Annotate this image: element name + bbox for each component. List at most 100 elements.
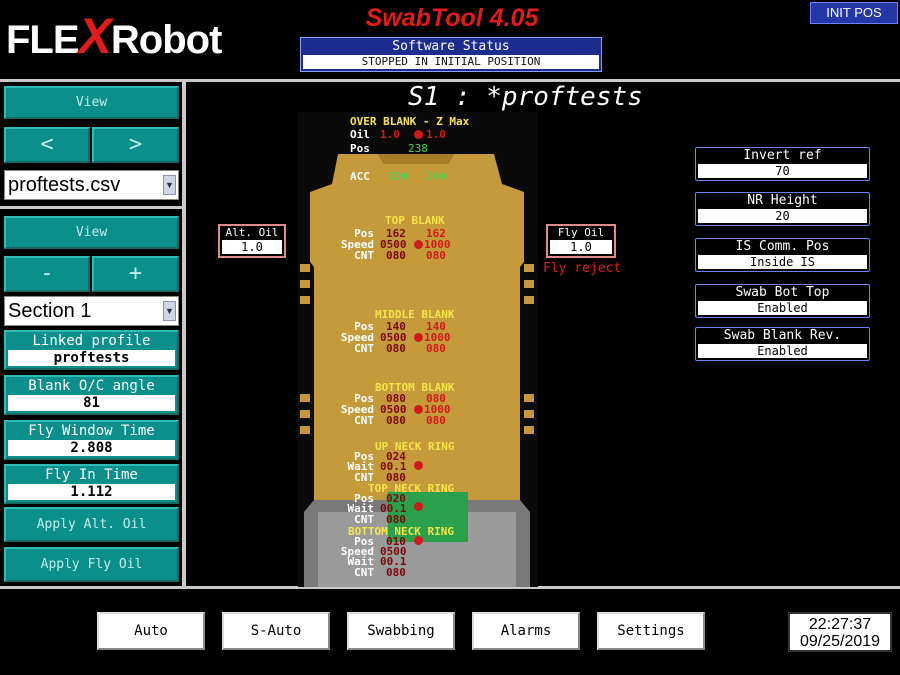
top-neck-pos-value: 020 (386, 492, 406, 505)
flexrobot-logo: FLEXRobot (6, 8, 222, 64)
header-divider (0, 79, 900, 82)
middle-blank-speed-b: 1000 (424, 331, 451, 344)
pos-value: 238 (408, 142, 428, 155)
apply-alt-oil-button[interactable]: Apply Alt. Oil (4, 507, 179, 542)
blank-oc-angle-field: Blank O/C angle 81 (4, 375, 179, 415)
top-blank-pos-a: 162 (386, 227, 406, 240)
software-status-value: STOPPED IN INITIAL POSITION (303, 55, 599, 69)
middle-blank-speed-label: Speed (340, 331, 374, 344)
fly-oil-label: Fly Oil (557, 226, 605, 239)
bottom-blank-indicator-dot (414, 405, 423, 414)
plus-button[interactable]: + (92, 256, 179, 292)
minus-button[interactable]: - (4, 256, 90, 292)
bottom-neck-pos-value: 010 (386, 535, 406, 548)
chevron-down-icon[interactable]: ▼ (163, 175, 176, 195)
swabbing-button[interactable]: Swabbing (347, 612, 455, 650)
swab-blank-rev-value[interactable]: Enabled (698, 344, 867, 358)
up-neck-wait-value: 00.1 (380, 460, 407, 473)
acc-value-a: 000 (388, 170, 408, 183)
alt-oil-box[interactable]: Alt. Oil 1.0 (218, 224, 286, 258)
top-blank-cnt-label: CNT (354, 249, 374, 262)
oil-indicator-dot (414, 130, 423, 139)
left-panel-divider (182, 82, 186, 588)
middle-blank-speed-a: 0500 (380, 331, 407, 344)
bottom-neck-wait-label: Wait (347, 555, 375, 568)
top-blank-pos-b: 162 (426, 227, 446, 240)
bottom-neck-ring-heading: BOTTOM NECK RING (348, 525, 454, 538)
section-select-value: Section 1 (8, 300, 92, 322)
swab-bot-top-value[interactable]: Enabled (698, 301, 867, 315)
next-file-button[interactable]: > (92, 127, 179, 163)
pos-label: Pos (350, 142, 370, 155)
middle-blank-heading: MIDDLE BLANK (375, 308, 455, 321)
file-select[interactable]: proftests.csv ▼ (4, 170, 179, 200)
bottom-neck-cnt-value: 080 (386, 566, 406, 579)
top-blank-cnt-a: 080 (386, 249, 406, 262)
oil-label: Oil (350, 128, 370, 141)
invert-ref-input[interactable]: 70 (698, 164, 867, 178)
up-neck-pos-value: 024 (386, 450, 406, 463)
clock-display: 22:27:37 09/25/2019 (788, 612, 892, 652)
software-status-panel: Software Status STOPPED IN INITIAL POSIT… (300, 37, 602, 72)
linked-profile-label: Linked profile (32, 333, 151, 349)
prev-file-button[interactable]: < (4, 127, 90, 163)
bottom-blank-speed-label: Speed (340, 403, 374, 416)
bottom-blank-cnt-b: 080 (426, 414, 446, 427)
section-select[interactable]: Section 1 ▼ (4, 296, 179, 326)
linked-profile-value[interactable]: proftests (8, 350, 175, 366)
middle-blank-pos-label: Pos (354, 320, 374, 333)
blank-oc-angle-label: Blank O/C angle (28, 378, 155, 394)
s-auto-button[interactable]: S-Auto (222, 612, 330, 650)
top-blank-pos-label: Pos (354, 227, 374, 240)
up-neck-indicator-dot (414, 461, 423, 470)
top-neck-ring-heading: TOP NECK RING (368, 482, 455, 495)
middle-blank-pos-a: 140 (386, 320, 406, 333)
bottom-blank-heading: BOTTOM BLANK (375, 381, 455, 394)
apply-fly-oil-button[interactable]: Apply Fly Oil (4, 547, 179, 582)
blank-oc-angle-input[interactable]: 81 (8, 395, 175, 411)
up-neck-wait-label: Wait (347, 460, 375, 473)
settings-button[interactable]: Settings (597, 612, 705, 650)
alarms-button[interactable]: Alarms (472, 612, 580, 650)
fly-in-time-label: Fly In Time (45, 467, 138, 483)
alt-oil-input[interactable]: 1.0 (222, 240, 282, 254)
nr-height-field: NR Height 20 (695, 192, 870, 226)
top-neck-indicator-dot (414, 502, 423, 511)
view-file-button[interactable]: View (4, 86, 179, 119)
up-neck-cnt-value: 080 (386, 471, 406, 484)
nr-height-input[interactable]: 20 (698, 209, 867, 223)
is-comm-pos-field: IS Comm. Pos Inside IS (695, 238, 870, 272)
footer-divider (0, 586, 900, 589)
fly-window-time-input[interactable]: 2.808 (8, 440, 175, 456)
middle-blank-pos-b: 140 (426, 320, 446, 333)
middle-blank-cnt-b: 080 (426, 342, 446, 355)
swab-blank-rev-field: Swab Blank Rev. Enabled (695, 327, 870, 361)
top-blank-speed-b: 1000 (424, 238, 451, 251)
view-section-button[interactable]: View (4, 216, 179, 249)
bottom-blank-pos-b: 080 (426, 392, 446, 405)
bottom-neck-cnt-label: CNT (354, 566, 374, 579)
left-divider (0, 206, 182, 209)
swab-bot-top-field: Swab Bot Top Enabled (695, 284, 870, 318)
fly-in-time-input[interactable]: 1.112 (8, 484, 175, 500)
fly-reject-label: Fly reject (543, 261, 622, 276)
fly-oil-box[interactable]: Fly Oil 1.0 (546, 224, 616, 258)
init-pos-button[interactable]: INIT POS (810, 2, 898, 24)
bottom-blank-speed-b: 1000 (424, 403, 451, 416)
fly-oil-input[interactable]: 1.0 (550, 240, 612, 254)
fly-window-time-field: Fly Window Time 2.808 (4, 420, 179, 460)
nr-height-label: NR Height (747, 193, 818, 208)
auto-button[interactable]: Auto (97, 612, 205, 650)
bottom-blank-cnt-a: 080 (386, 414, 406, 427)
fly-in-time-field: Fly In Time 1.112 (4, 464, 179, 504)
top-blank-cnt-b: 080 (426, 249, 446, 262)
chevron-down-icon[interactable]: ▼ (163, 301, 176, 321)
oil-value-a: 1.0 (380, 128, 400, 141)
software-status-title: Software Status (392, 39, 510, 54)
swab-blank-rev-label: Swab Blank Rev. (723, 328, 842, 343)
top-blank-speed-a: 0500 (380, 238, 407, 251)
acc-label: ACC (350, 170, 370, 183)
is-comm-pos-value[interactable]: Inside IS (698, 255, 867, 269)
bottom-blank-speed-a: 0500 (380, 403, 407, 416)
top-blank-indicator-dot (414, 240, 423, 249)
